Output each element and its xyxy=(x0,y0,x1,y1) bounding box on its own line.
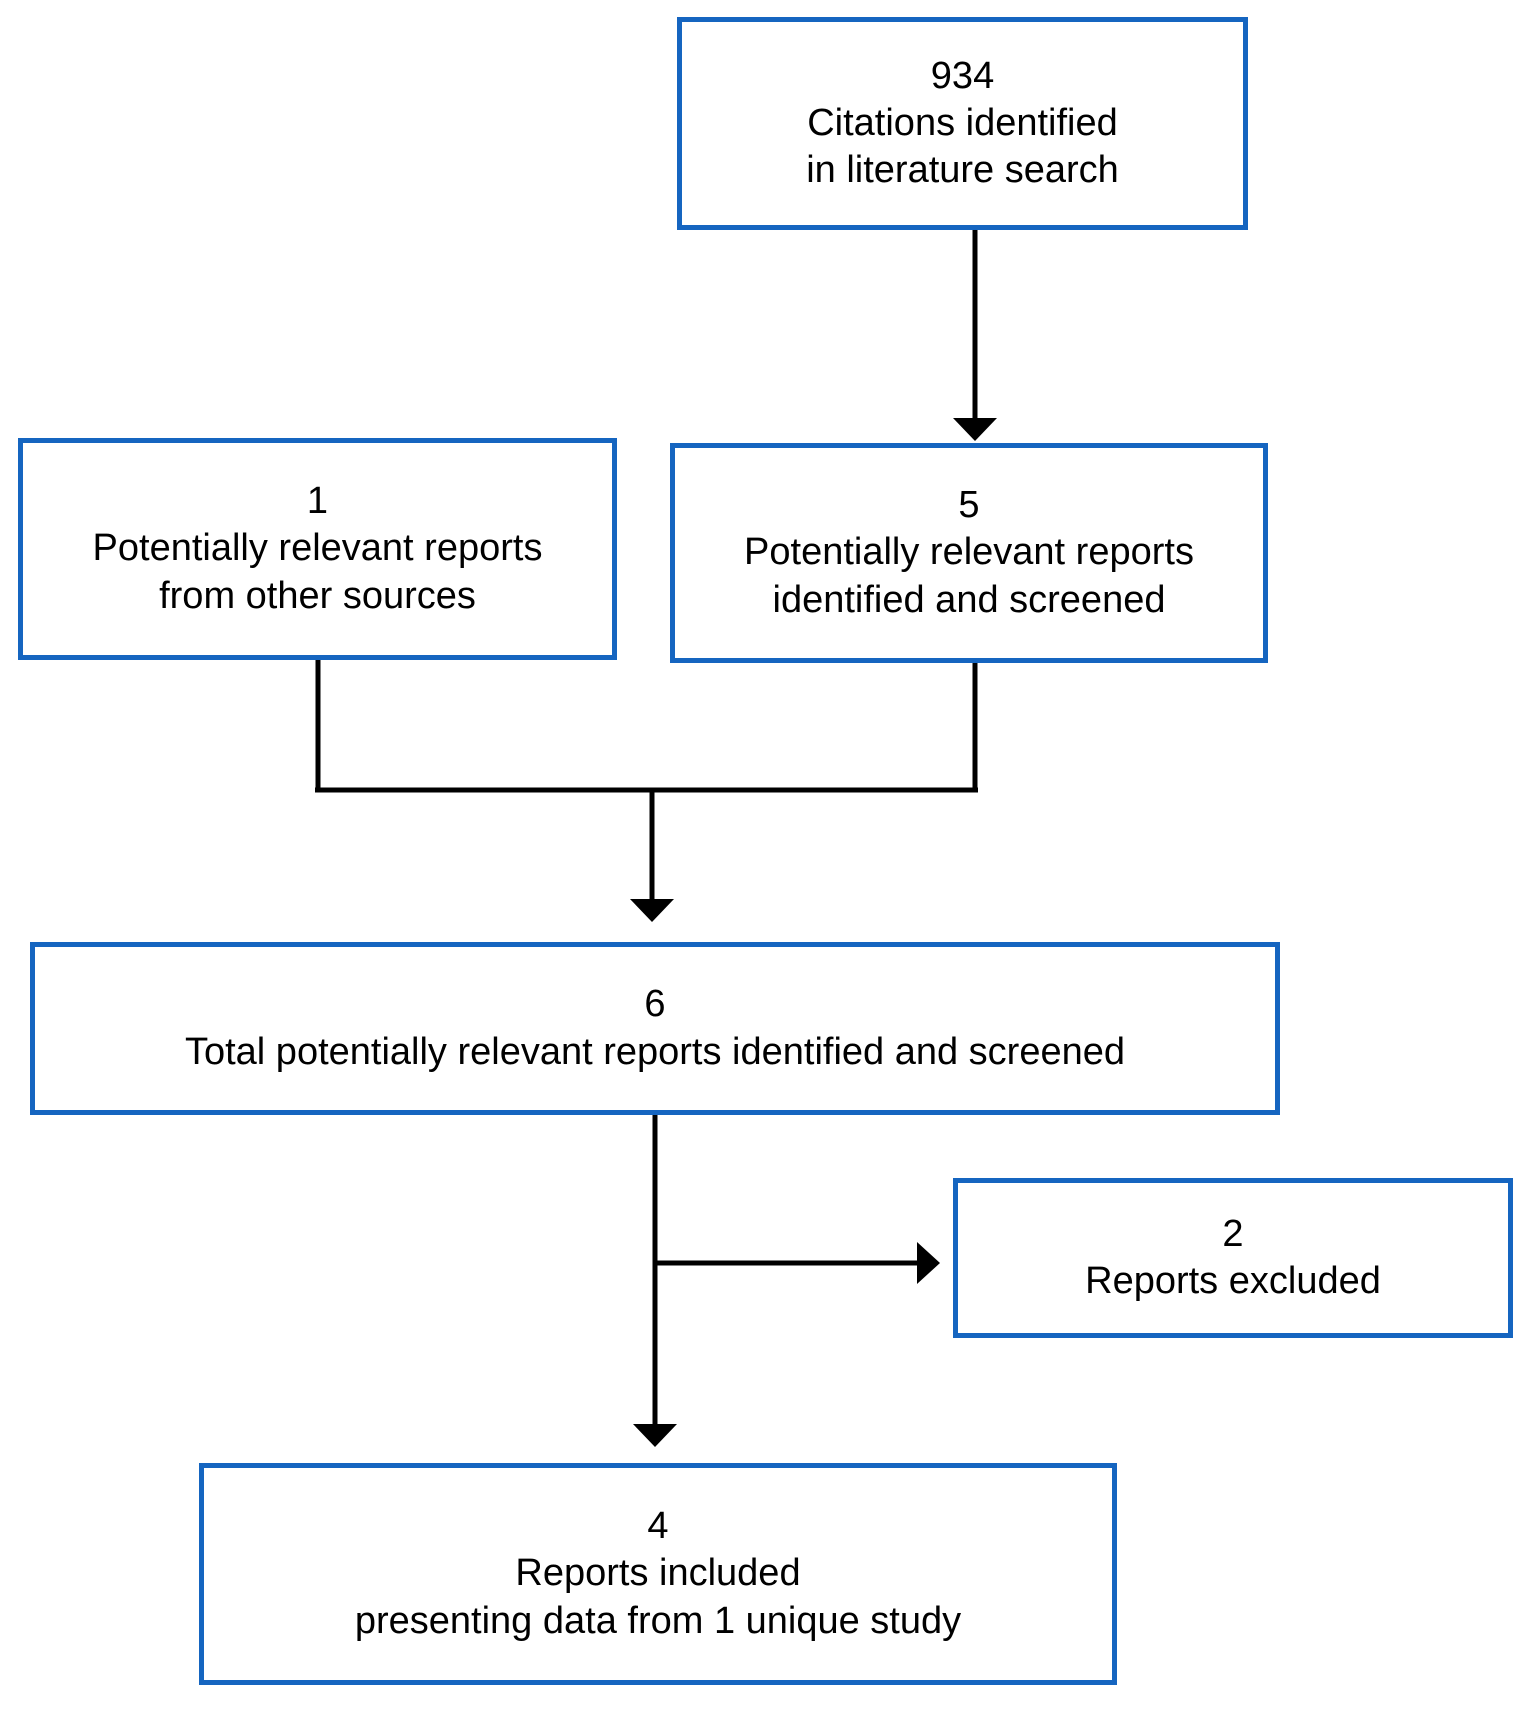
node-line: presenting data from 1 unique study xyxy=(354,1599,962,1642)
node-reports-excluded: 2 Reports excluded xyxy=(953,1178,1513,1338)
arrow-merge-to-total-head xyxy=(630,899,674,922)
node-line: Reports included xyxy=(515,1552,801,1595)
node-line: Citations identified xyxy=(807,101,1118,144)
node-total-reports-screened: 6 Total potentially relevant reports ide… xyxy=(30,942,1280,1115)
node-count: 934 xyxy=(930,54,995,97)
node-count: 2 xyxy=(1222,1212,1244,1255)
node-reports-identified-screened: 5 Potentially relevant reports identifie… xyxy=(670,443,1268,663)
node-line: in literature search xyxy=(806,149,1119,192)
node-count: 1 xyxy=(306,480,329,523)
node-line: Total potentially relevant reports ident… xyxy=(184,1030,1126,1073)
node-line: from other sources xyxy=(159,574,476,617)
node-count: 6 xyxy=(644,983,666,1026)
node-reports-other-sources: 1 Potentially relevant reports from othe… xyxy=(18,438,617,660)
node-count: 4 xyxy=(647,1505,669,1548)
node-line: Potentially relevant reports xyxy=(744,531,1194,574)
node-line: identified and screened xyxy=(772,578,1166,621)
node-count: 5 xyxy=(958,484,980,527)
arrow-total-to-excluded-head xyxy=(917,1242,940,1284)
node-line: Potentially relevant reports xyxy=(92,527,543,570)
arrow-citations-to-screened-head xyxy=(953,418,997,441)
node-reports-included: 4 Reports included presenting data from … xyxy=(199,1463,1117,1685)
node-line: Reports excluded xyxy=(1085,1260,1381,1302)
arrow-total-to-included-head xyxy=(633,1424,677,1447)
node-citations-identified: 934 Citations identified in literature s… xyxy=(677,17,1248,230)
